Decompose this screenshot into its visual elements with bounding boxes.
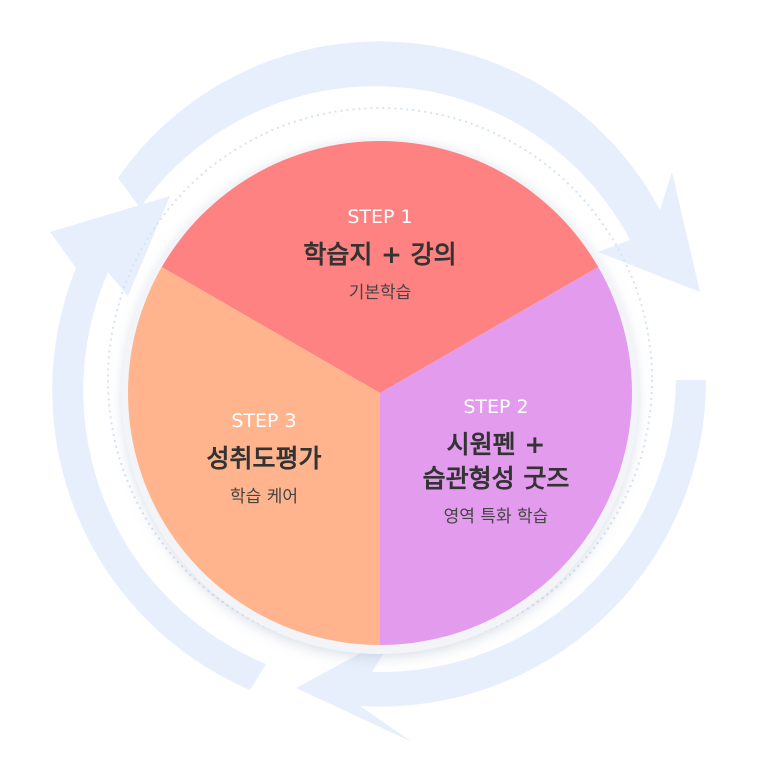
arrow-segment-bottom: [296, 380, 707, 742]
pie-segment-step-2: [380, 267, 633, 645]
pie-segment-step-3: [127, 267, 380, 645]
arrow-segment-left: [50, 196, 266, 690]
step-title: 학습지 + 강의: [303, 240, 457, 269]
step-number: STEP 1: [347, 206, 413, 228]
pie-segments: [127, 140, 633, 645]
step-number: STEP 3: [231, 410, 297, 432]
step-subtitle: 학습 케어: [230, 487, 298, 507]
circular-arrow-ring: [50, 41, 707, 742]
step-title: 습관형성 굿즈: [422, 464, 570, 493]
step-subtitle: 기본학습: [348, 283, 412, 303]
step-number: STEP 2: [463, 396, 529, 418]
step-title: 성취도평가: [206, 444, 322, 473]
step-subtitle: 영역 특화 학습: [443, 507, 549, 527]
step-title: 시원펜 +: [446, 430, 546, 459]
arrow-segment-top-right: [118, 41, 700, 292]
